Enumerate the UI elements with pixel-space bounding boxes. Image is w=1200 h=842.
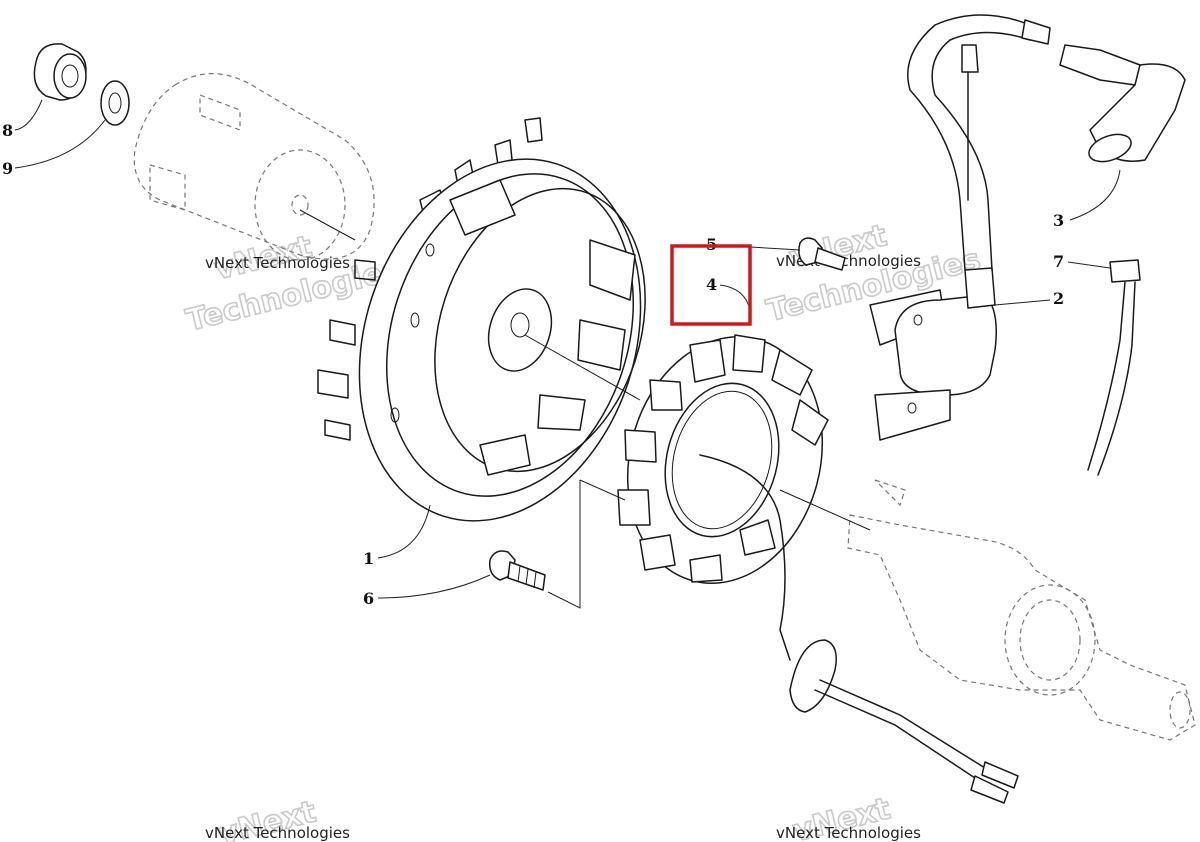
bolt-part-5 (798, 237, 846, 271)
watermark-text-left: vNext Technologies (205, 254, 350, 272)
leader-1 (377, 504, 431, 559)
spark-plug-cap-part-3 (1059, 44, 1186, 163)
wire-harness (789, 639, 1019, 804)
leader-4 (719, 284, 751, 311)
leader-bolt-path (547, 480, 581, 609)
callout-3[interactable]: 3 (1053, 211, 1064, 230)
bolt-part-6 (488, 550, 546, 591)
watermark-text-bottom-left: vNext Technologies (205, 824, 350, 842)
watermark-text-bottom-right: vNext Technologies (776, 824, 921, 842)
nut-part-8 (33, 43, 87, 101)
ignition-coil-part-2 (869, 14, 1051, 441)
washer-part-9 (100, 80, 130, 126)
watermark-text-right: vNext Technologies (776, 252, 921, 270)
highlight-box-callout-4 (670, 244, 752, 326)
callout-1[interactable]: 1 (363, 549, 374, 568)
stator-part-4 (617, 334, 829, 661)
leader-9 (14, 119, 106, 169)
leader-6 (377, 574, 491, 599)
callout-6[interactable]: 6 (363, 589, 374, 608)
leader-8 (14, 99, 43, 131)
callout-8[interactable]: 8 (2, 121, 13, 140)
leader-7 (1067, 261, 1111, 269)
leader-2 (994, 299, 1051, 306)
callout-2[interactable]: 2 (1053, 289, 1064, 308)
cable-tie-part-7 (1087, 259, 1141, 476)
callout-9[interactable]: 9 (2, 159, 13, 178)
flywheel-part-1 (317, 117, 646, 522)
starter-cup-phantom (133, 73, 375, 261)
callout-7[interactable]: 7 (1053, 252, 1064, 271)
crankshaft-phantom (779, 479, 1196, 741)
callout-4[interactable]: 4 (706, 275, 717, 294)
leader-bolt-path-top (579, 479, 626, 501)
leader-3 (1069, 169, 1121, 221)
